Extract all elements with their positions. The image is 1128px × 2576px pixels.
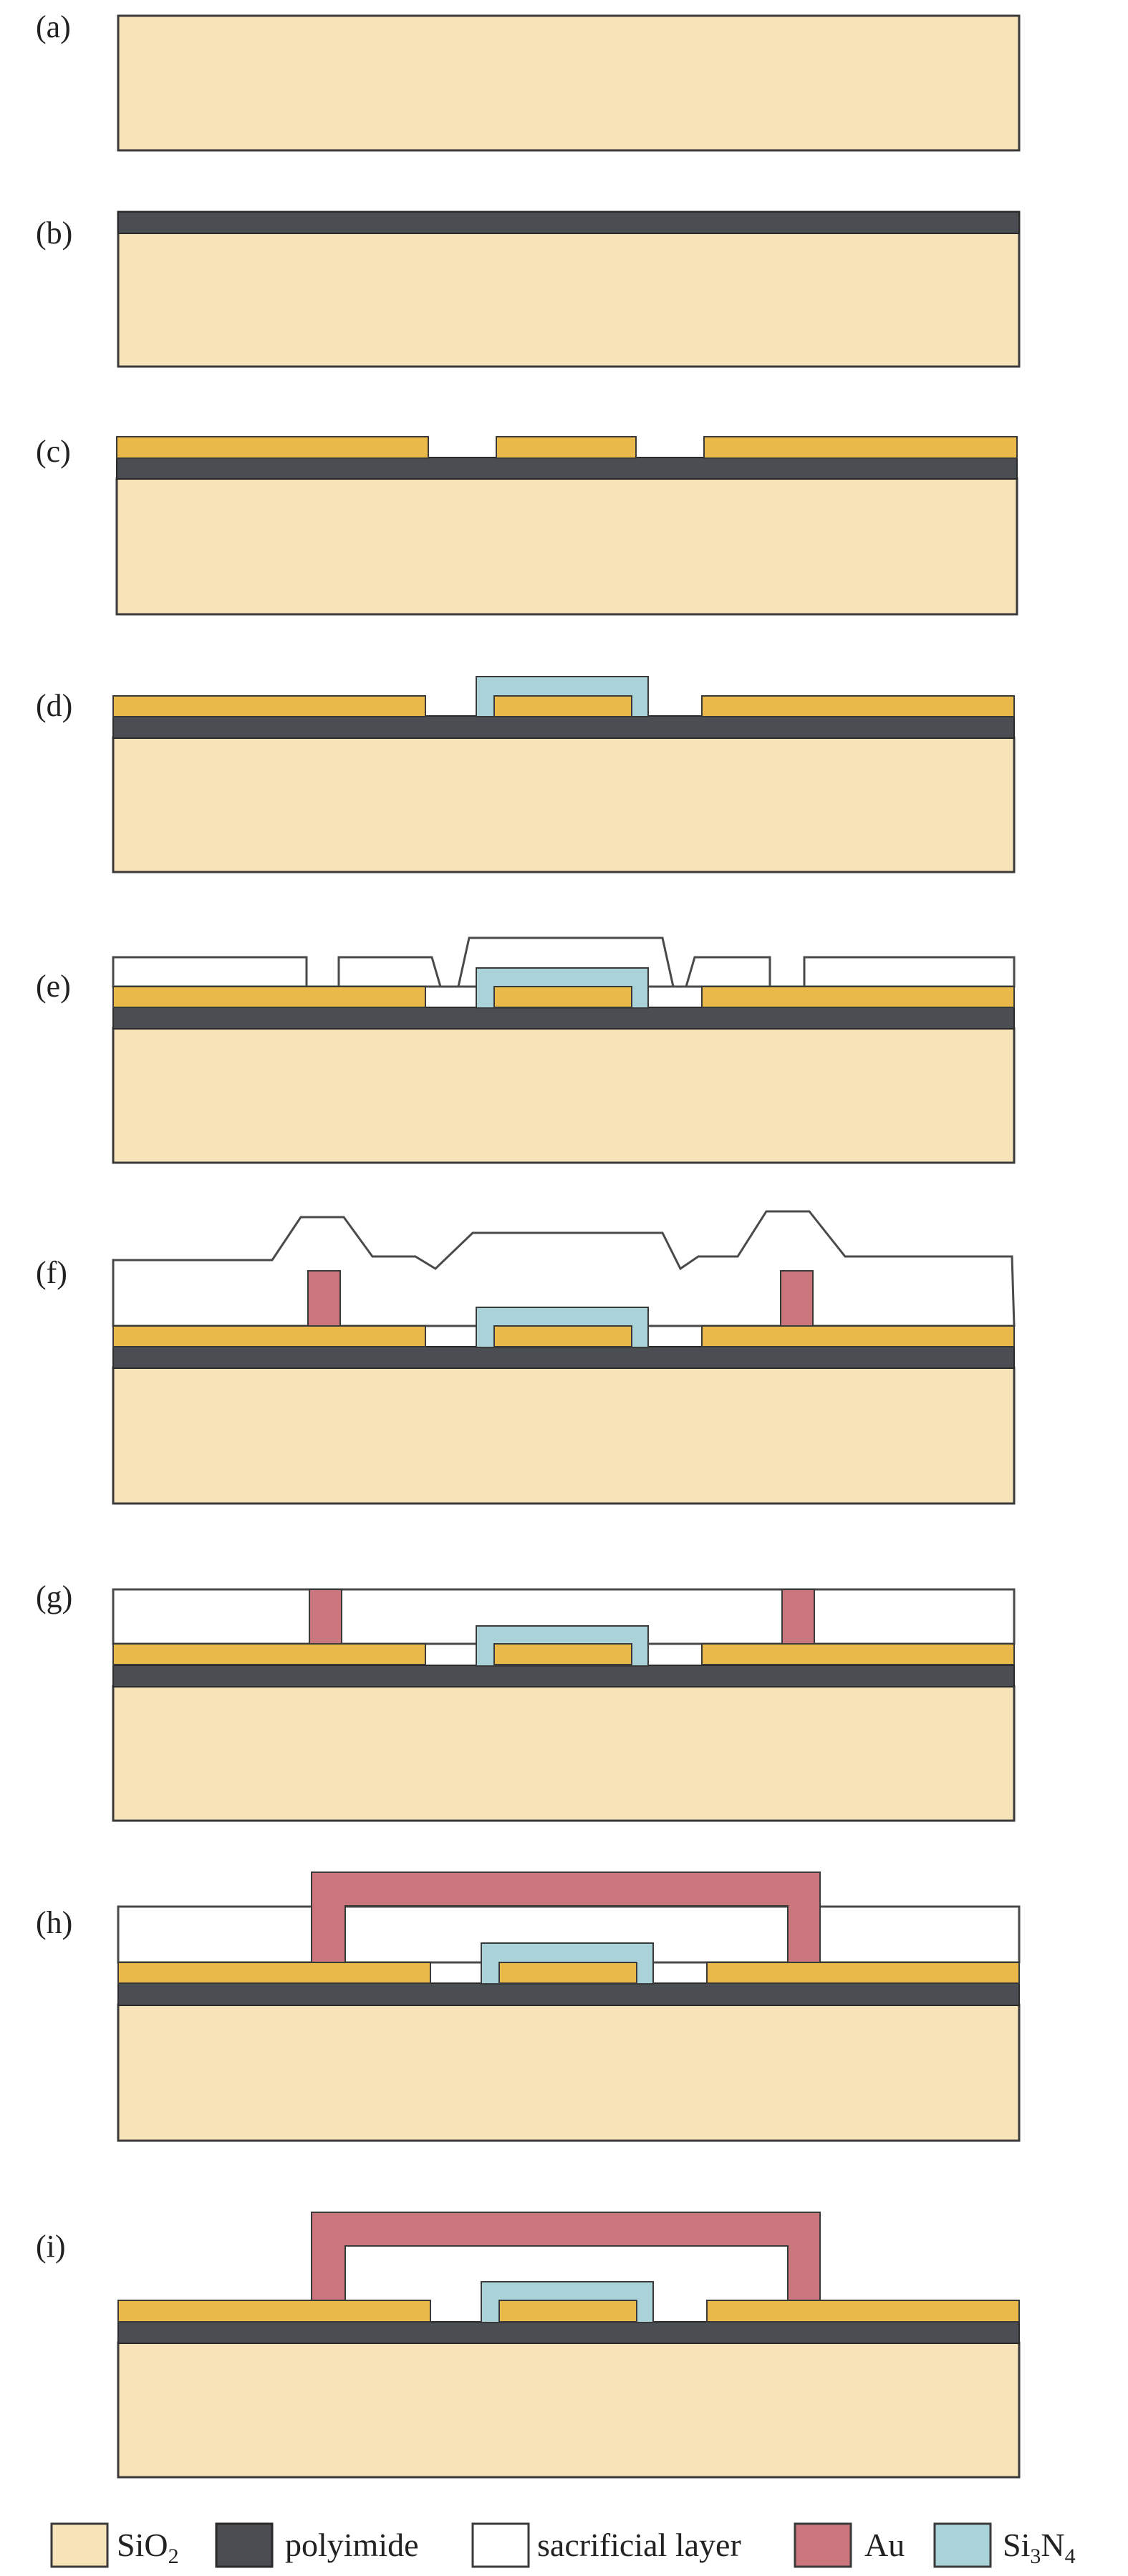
metal-electrode-left [117, 1962, 431, 1984]
metal-electrode-left [112, 986, 426, 1008]
metal-electrode-right [701, 1325, 1015, 1347]
metal-electrode-left [112, 1325, 426, 1347]
sio2-substrate [117, 2003, 1021, 2142]
sio2-substrate [115, 477, 1018, 616]
legend-label-au: Au [864, 2527, 905, 2563]
step-label-c: (c) [36, 434, 71, 469]
step-i: (i) [36, 2212, 1021, 2479]
sio2-substrate [117, 2341, 1021, 2479]
metal-electrode-left [116, 436, 429, 459]
step-h: (h) [36, 1872, 1021, 2142]
step-label-e: (e) [36, 969, 71, 1004]
sio2-substrate [112, 1366, 1016, 1505]
polyimide-layer [117, 2321, 1020, 2344]
metal-electrode-center [498, 2300, 637, 2323]
legend-label-sacrificial: sacrificial layer [537, 2527, 741, 2563]
metal-electrode-left [117, 2300, 431, 2323]
step-label-b: (b) [36, 216, 72, 251]
metal-electrode-right [701, 695, 1015, 717]
step-f: (f) [36, 1210, 1016, 1505]
step-d: (d) [36, 676, 1016, 873]
au-anchor-post-right [781, 1589, 815, 1645]
metal-electrode-center [498, 1962, 637, 1984]
sio2-substrate [112, 1027, 1016, 1164]
legend-swatch-sio2 [50, 2522, 109, 2568]
sio2-substrate [117, 14, 1021, 152]
step-e: (e) [36, 936, 1016, 1164]
legend-swatch-sacrificial [471, 2522, 530, 2568]
metal-electrode-center [493, 695, 632, 717]
polyimide-layer [117, 211, 1020, 234]
polyimide-layer [112, 1007, 1015, 1030]
polyimide-layer [116, 457, 1018, 480]
step-a: (a) [36, 9, 1021, 152]
polyimide-layer [112, 1665, 1015, 1688]
au-anchor-post-right [780, 1270, 814, 1327]
legend-swatch-au [794, 2522, 852, 2568]
step-label-a: (a) [36, 9, 71, 44]
metal-electrode-left [112, 1643, 426, 1665]
metal-electrode-right [701, 986, 1015, 1008]
step-c: (c) [36, 434, 1018, 616]
legend-swatch-polyimide [215, 2522, 274, 2568]
legend-swatch-si3n4 [933, 2522, 992, 2568]
polyimide-layer [112, 1346, 1015, 1369]
legend-label-polyimide: polyimide [285, 2527, 419, 2563]
sio2-substrate [112, 1685, 1016, 1822]
sio2-substrate [117, 210, 1021, 368]
au-anchor-post-left [309, 1589, 342, 1645]
legend: SiO2 polyimide sacrificial layer Au Si3N… [50, 2522, 1076, 2568]
metal-electrode-right [706, 1962, 1020, 1984]
au-anchor-post-left [307, 1270, 341, 1327]
metal-electrode-center [493, 986, 632, 1008]
legend-label-sio2: SiO2 [117, 2527, 179, 2568]
step-label-i: (i) [36, 2229, 66, 2264]
metal-electrode-center [496, 436, 637, 459]
metal-electrode-center [493, 1643, 632, 1665]
step-label-d: (d) [36, 688, 72, 723]
polyimide-layer [112, 715, 1015, 739]
step-g: (g) [36, 1579, 1016, 1822]
step-label-h: (h) [36, 1905, 72, 1940]
step-b: (b) [36, 210, 1021, 368]
polyimide-layer [117, 1982, 1020, 2006]
step-label-g: (g) [36, 1579, 72, 1614]
metal-electrode-right [701, 1643, 1015, 1665]
au-bridge [311, 1872, 821, 1963]
step-label-f: (f) [36, 1255, 67, 1290]
metal-electrode-center [493, 1325, 632, 1347]
metal-electrode-left [112, 695, 426, 717]
metal-electrode-right [706, 2300, 1020, 2323]
au-bridge [311, 2212, 821, 2301]
legend-label-si3n4: Si3N4 [1003, 2527, 1076, 2568]
metal-electrode-right [703, 436, 1018, 459]
sio2-substrate [112, 736, 1016, 873]
